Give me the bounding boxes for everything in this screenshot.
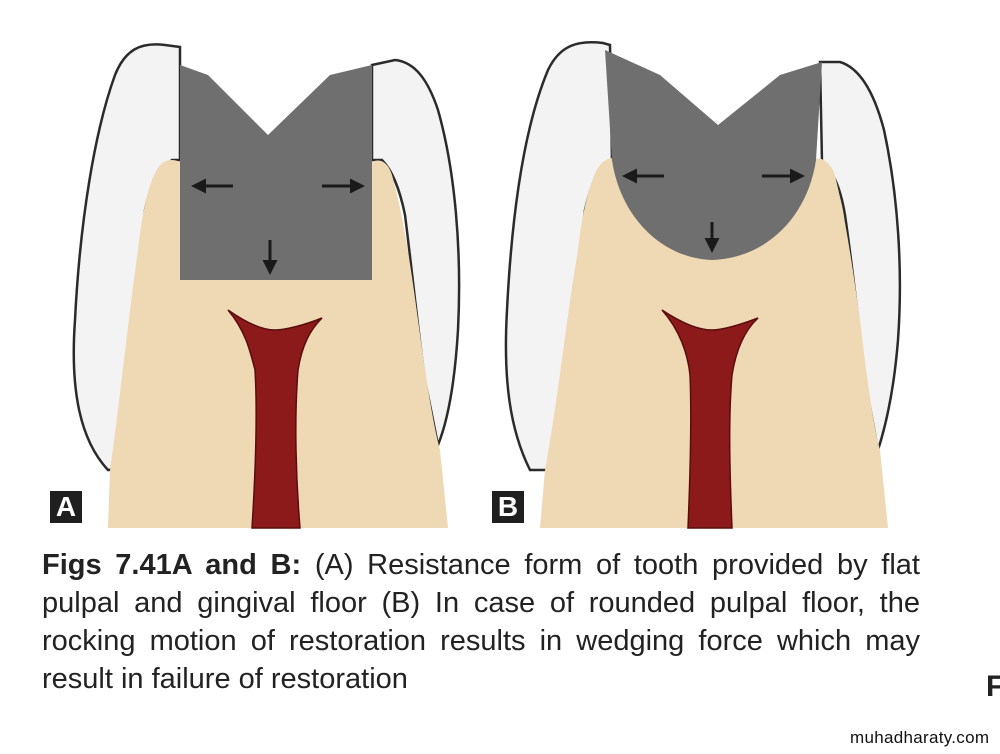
figure-caption: Figs 7.41A and B: (A) Resistance form of… (42, 546, 920, 698)
edge-letter: F (986, 670, 1000, 703)
restoration-b (605, 50, 822, 260)
pulp-a (227, 309, 323, 529)
tooth-a (72, 43, 461, 529)
pulp-b (661, 309, 759, 529)
panel-label-a: A (50, 491, 82, 523)
tooth-diagram (72, 41, 902, 529)
caption-text: (A) Resistance form of tooth provided by… (42, 549, 920, 695)
enamel-a-right (370, 58, 461, 450)
tooth-figure: A B (50, 41, 902, 529)
panel-label-b: B (492, 491, 524, 523)
caption-heading: Figs 7.41A and B: (42, 549, 302, 581)
tooth-b (504, 41, 902, 529)
watermark: muhadharaty.com (850, 728, 990, 747)
restoration-a (180, 65, 372, 280)
enamel-b-right (818, 60, 902, 451)
